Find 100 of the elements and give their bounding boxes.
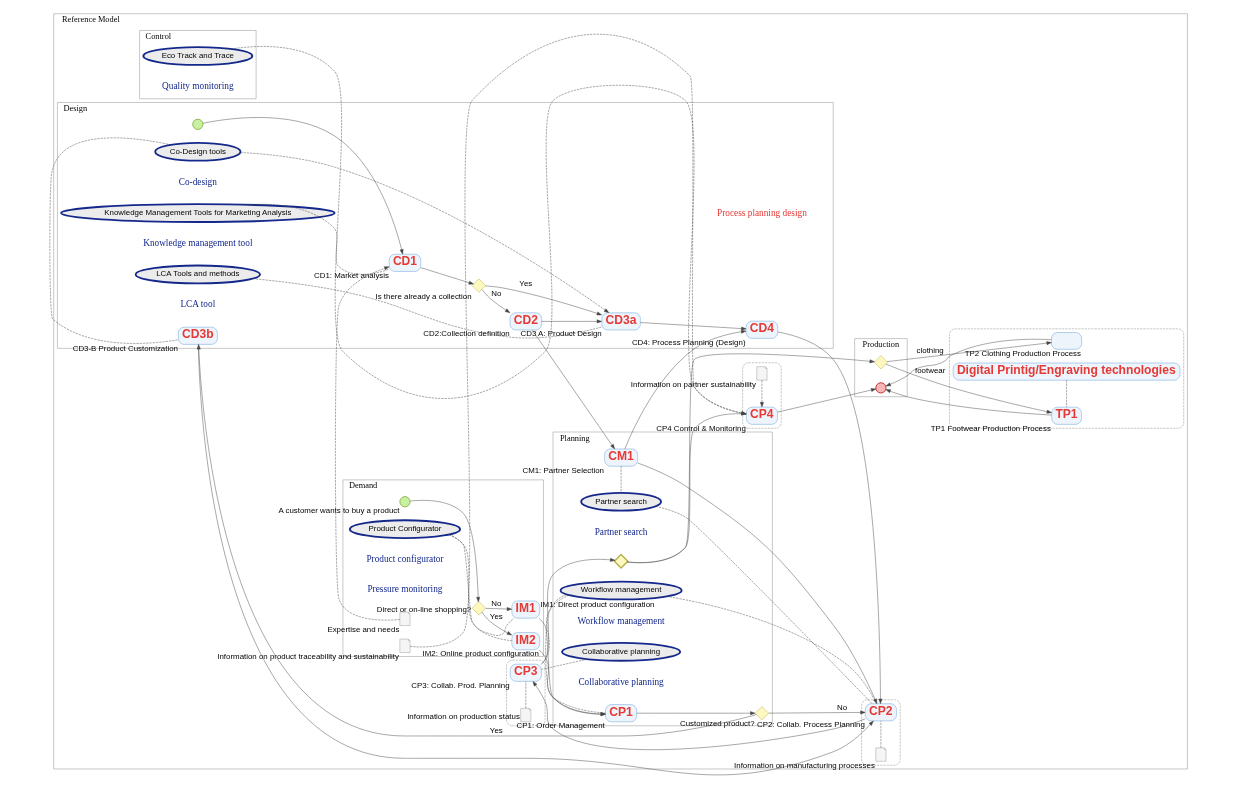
- arrow: [335, 266, 401, 621]
- arrow: [886, 341, 1052, 362]
- edge-label: footwear: [915, 366, 946, 376]
- arrow: [532, 681, 866, 750]
- arrow: [626, 353, 875, 563]
- arrow: [532, 329, 615, 450]
- arrow: [409, 500, 481, 603]
- node-box: CP1: [605, 704, 637, 723]
- node-ellipse: LCA Tools and methods: [134, 264, 261, 285]
- arrow: [885, 363, 1052, 414]
- node-ellipse: Knowledge Management Tools for Marketing Analysis: [60, 203, 336, 223]
- arrow: [420, 267, 474, 285]
- label: LCA tool: [180, 299, 216, 310]
- arrow: [627, 411, 747, 563]
- node-box: CD3b: [178, 326, 218, 345]
- node-box: CP3: [510, 663, 542, 682]
- node-label: CD4: Process Planning (Design): [631, 337, 746, 347]
- arrow: [637, 462, 878, 704]
- node-box: IM2: [511, 632, 540, 650]
- edge-label: Yes: [489, 726, 503, 736]
- node-label: CP2: Collab. Process Planning: [757, 720, 865, 730]
- node-ellipse: Workflow management: [559, 580, 683, 601]
- node-box: CD4: [745, 320, 778, 339]
- node-label: CD1: Market analysis: [314, 270, 390, 280]
- node-label: IM1: Direct product configuration: [540, 600, 655, 610]
- arrow: [640, 322, 747, 331]
- label: Knowledge management tool: [143, 238, 253, 249]
- node-diamond: [471, 278, 486, 293]
- connector: [49, 137, 179, 344]
- connector: [666, 596, 877, 704]
- node-label: IM2: Online product configuration: [422, 649, 539, 659]
- label: Co-design: [178, 176, 217, 187]
- node-box: CD2: [509, 312, 542, 331]
- node-box: Digital Printig/Engraving technologies: [952, 362, 1181, 381]
- connector: [655, 506, 873, 704]
- label: Partner search: [594, 526, 648, 537]
- arrow: [777, 388, 877, 413]
- arrow: [538, 618, 606, 717]
- node-diamond: [754, 706, 769, 721]
- arrow: [541, 558, 616, 665]
- node-label: CP1: Order Management: [516, 721, 605, 731]
- node-label: CP4 Control & Monitoring: [656, 423, 746, 433]
- arrow: [885, 389, 1052, 416]
- edge-label: Yes: [519, 279, 533, 289]
- node-label: Information on partner sustainability: [630, 379, 756, 389]
- node-box: CM1: [604, 448, 638, 467]
- label: Process planning design: [717, 207, 807, 218]
- node-box: CD3a: [601, 312, 641, 331]
- node-circle: [875, 382, 887, 394]
- node-diamond: [613, 553, 629, 569]
- arrow: [624, 329, 747, 450]
- node-box: TP1: [1051, 406, 1082, 425]
- arrow: [768, 710, 866, 715]
- node-label: CD3 A: Product Design: [520, 329, 602, 339]
- node-box: IM1: [511, 600, 540, 619]
- node-ellipse: Partner search: [580, 491, 662, 512]
- connector: [541, 658, 588, 670]
- node-diamond: [873, 355, 888, 370]
- arrow: [202, 117, 404, 255]
- arrow: [777, 331, 883, 704]
- connector: [252, 278, 602, 339]
- node-label: Information on manufacturing processes: [734, 760, 875, 770]
- node-label: Is there already a collection: [375, 291, 472, 301]
- node-label: TP1 Footwear Production Process: [930, 423, 1051, 433]
- arrow: [485, 285, 602, 316]
- arrow: [481, 289, 511, 313]
- label: Pressure monitoring: [367, 584, 443, 595]
- node-circle: [399, 496, 411, 508]
- arrow: [481, 611, 512, 636]
- connector: [545, 594, 606, 714]
- node-label: Information on production status: [407, 712, 520, 722]
- node-label: TP2 Clothing Production Process: [964, 348, 1082, 358]
- node-label: Expertise and needs: [327, 624, 400, 634]
- edge-label: Yes: [489, 611, 503, 621]
- edge-label: No: [837, 703, 848, 713]
- arrow: [240, 152, 610, 313]
- label: Collaborative planning: [578, 676, 664, 687]
- arrow: [198, 344, 874, 775]
- node-box: CP4: [746, 406, 778, 425]
- node-circle: [192, 118, 204, 130]
- edge-label: No: [491, 288, 502, 298]
- edge-label: clothing: [916, 346, 944, 356]
- node-ellipse: Collaborative planning: [561, 642, 682, 662]
- edge-label: No: [491, 599, 502, 609]
- node-diamond: [471, 601, 486, 616]
- label: Workflow management: [577, 615, 665, 626]
- label: Quality monitoring: [162, 81, 234, 92]
- arrow: [636, 711, 756, 716]
- arrow: [538, 649, 606, 716]
- node-label: Customized product?: [680, 719, 755, 729]
- node-box: CD1: [388, 254, 421, 272]
- node-box: [1051, 332, 1082, 350]
- node-label: CP3: Collab. Prod. Planning: [411, 680, 510, 690]
- arrow: [230, 46, 747, 415]
- node-label: A customer wants to buy a product: [278, 506, 400, 516]
- connector: [620, 466, 622, 493]
- node-box: CP2: [865, 703, 897, 722]
- node-label: Information on product traceability and sustainability: [217, 651, 399, 661]
- arrow: [485, 607, 512, 611]
- node-ellipse: Product Configurator: [348, 519, 461, 539]
